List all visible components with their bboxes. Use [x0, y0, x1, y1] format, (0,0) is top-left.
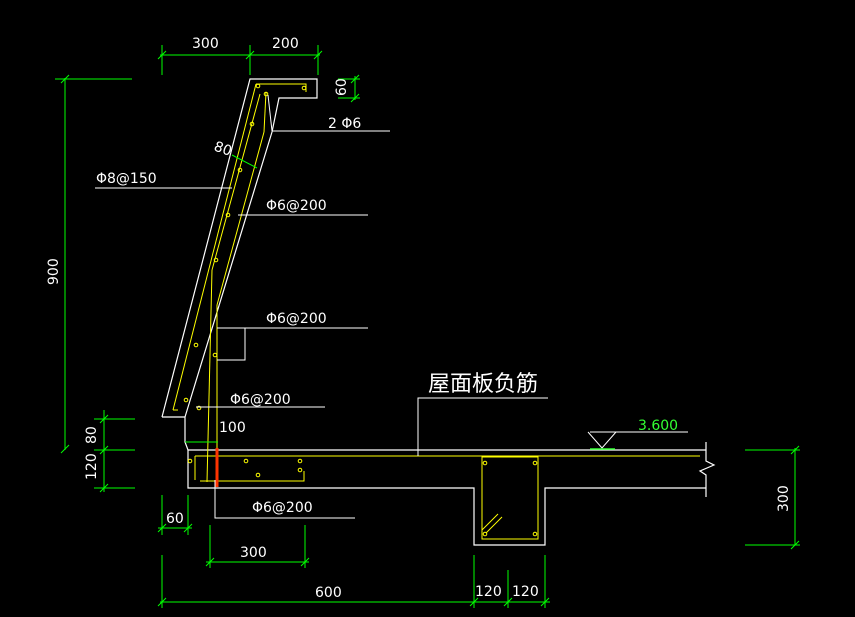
dim-top-200: 200: [272, 36, 299, 52]
dim-gap-100: 100: [219, 420, 246, 436]
label-rebar-top: 2 Φ6: [328, 116, 361, 132]
dim-beam-left-120: 120: [475, 584, 502, 600]
dim-total-600: 600: [315, 585, 342, 601]
parapet-outline: [161, 78, 706, 546]
dim-lower-80: 80: [84, 426, 100, 444]
dim-height-900: 900: [46, 258, 62, 285]
dim-beam-300: 300: [776, 485, 792, 512]
label-rebar-low: Φ6@200: [230, 392, 291, 408]
elevation-marker-icon: [587, 431, 617, 449]
rebar-dots: [183, 83, 538, 537]
label-rebar-bottom: Φ6@200: [252, 500, 313, 516]
dimension-lines: [55, 45, 800, 608]
dim-ledge-60: 60: [166, 511, 184, 527]
label-roof-rebar: 屋面板负筋: [428, 372, 538, 397]
label-rebar-mid2: Φ6@200: [266, 311, 327, 327]
label-rebar-mid1: Φ6@200: [266, 198, 327, 214]
label-rebar-slope: Φ8@150: [96, 171, 157, 187]
dim-cap-60: 60: [334, 78, 350, 96]
rebar-lines: [172, 83, 700, 540]
dim-lower-120: 120: [84, 453, 100, 480]
dim-top-300: 300: [192, 36, 219, 52]
dim-slope-80: 80: [212, 139, 234, 160]
elevation-value: 3.600: [638, 418, 678, 434]
break-line-icon: [698, 442, 716, 497]
dim-beam-right-120: 120: [512, 584, 539, 600]
dim-span-300: 300: [240, 545, 267, 561]
leader-lines: [95, 94, 688, 519]
